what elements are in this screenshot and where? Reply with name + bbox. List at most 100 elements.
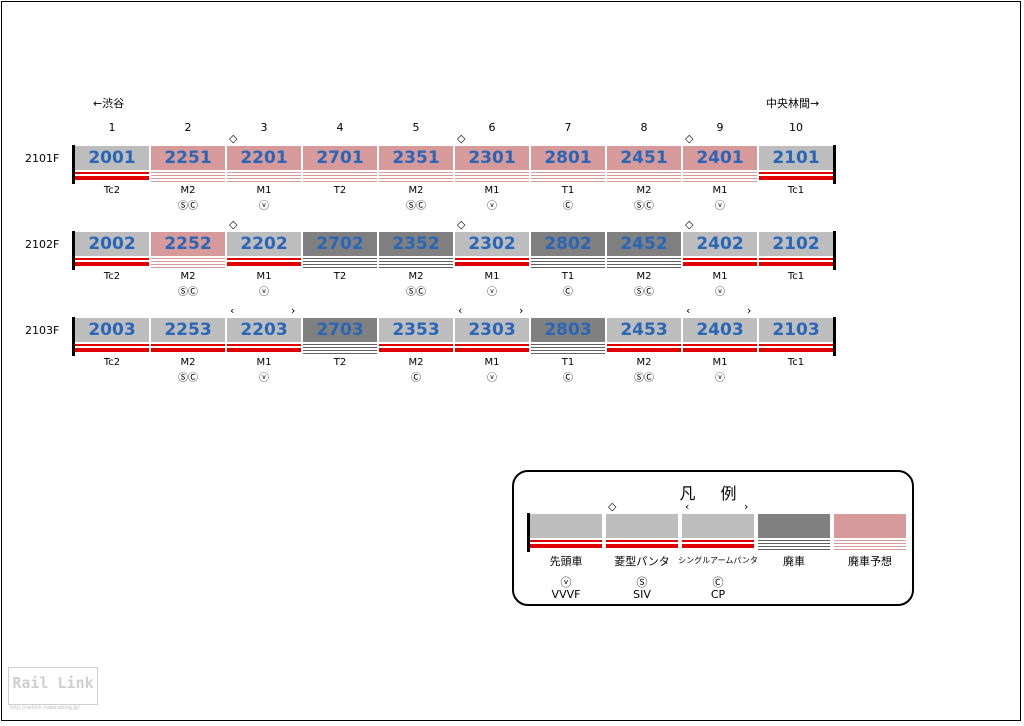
- car-stripe: [531, 170, 605, 183]
- car-block: 2401: [683, 146, 757, 183]
- car-type: M1: [484, 271, 500, 282]
- legend-swatch: [758, 514, 830, 551]
- car-stripe: [455, 256, 529, 269]
- legend-title: 凡 例: [679, 484, 747, 503]
- car-type: M1: [712, 185, 728, 196]
- car-position-number: 9: [716, 121, 724, 134]
- pantograph-single-arm-right-icon: ›: [291, 304, 296, 317]
- car-equipment: ⓥ: [259, 201, 269, 212]
- pantograph-single-arm-left-icon: ‹: [230, 304, 235, 317]
- legend-swatch-stripe: [530, 538, 602, 551]
- car-stripe: [303, 256, 377, 269]
- car-stripe: [759, 170, 833, 183]
- legend-swatch-stripe: [834, 538, 906, 551]
- car-block: 2201: [227, 146, 301, 183]
- car-block: 2451: [607, 146, 681, 183]
- legend-swatch-body: [758, 514, 830, 538]
- car-block: 2452: [607, 232, 681, 269]
- logo-url: http://raillink.hatenablog.jp/: [10, 705, 80, 711]
- car-type: M1: [712, 357, 728, 368]
- car-number: 2201: [227, 146, 301, 170]
- car-stripe: [227, 256, 301, 269]
- legend-symbol-label: CP: [710, 588, 726, 601]
- car-type: T2: [333, 271, 347, 282]
- car-stripe: [75, 170, 149, 183]
- car-stripe: [303, 170, 377, 183]
- car-number: 2353: [379, 318, 453, 342]
- car-block: 2303: [455, 318, 529, 355]
- car-block: 2351: [379, 146, 453, 183]
- car-block: 2251: [151, 146, 225, 183]
- legend-label: 廃車: [783, 555, 805, 568]
- car-position-number: 4: [336, 121, 344, 134]
- car-stripe: [455, 170, 529, 183]
- formation-end-bar: [833, 231, 836, 270]
- car-stripe: [75, 256, 149, 269]
- car-position-number: 1: [108, 121, 116, 134]
- car-type: T2: [333, 357, 347, 368]
- car-equipment: Ⓒ: [411, 373, 421, 384]
- car-type: M1: [484, 357, 500, 368]
- car-equipment: ⓈⒸ: [634, 373, 654, 384]
- car-stripe: [151, 170, 225, 183]
- car-block: 2301: [455, 146, 529, 183]
- car-stripe: [227, 170, 301, 183]
- car-equipment: ⓥ: [487, 201, 497, 212]
- car-number: 2251: [151, 146, 225, 170]
- car-block: 2101: [759, 146, 833, 183]
- formation-label: 2102F: [25, 238, 60, 251]
- car-number: 2703: [303, 318, 377, 342]
- car-number: 2401: [683, 146, 757, 170]
- rail-link-logo: Rail Link: [8, 667, 98, 705]
- pantograph-single-arm-right-icon: ›: [519, 304, 524, 317]
- car-number: 2103: [759, 318, 833, 342]
- car-equipment: ⓈⒸ: [634, 287, 654, 298]
- pantograph-diamond-icon: ◇: [457, 218, 466, 231]
- car-stripe: [455, 342, 529, 355]
- car-number: 2102: [759, 232, 833, 256]
- car-position-number: 7: [564, 121, 572, 134]
- car-stripe: [379, 170, 453, 183]
- car-number: 2001: [75, 146, 149, 170]
- car-equipment: ⓈⒸ: [406, 201, 426, 212]
- legend-label: シングルアームパンタ: [678, 556, 758, 565]
- car-number: 2801: [531, 146, 605, 170]
- car-block: 2103: [759, 318, 833, 355]
- car-stripe: [607, 256, 681, 269]
- legend-swatch-stripe: [682, 538, 754, 551]
- car-equipment: ⓈⒸ: [406, 287, 426, 298]
- car-number: 2802: [531, 232, 605, 256]
- car-number: 2803: [531, 318, 605, 342]
- car-block: 2302: [455, 232, 529, 269]
- car-type: M1: [712, 271, 728, 282]
- pantograph-diamond-icon: ◇: [229, 218, 238, 231]
- car-number: 2302: [455, 232, 529, 256]
- car-equipment: ⓥ: [715, 287, 725, 298]
- pantograph-diamond-icon: ◇: [685, 218, 694, 231]
- car-equipment: Ⓒ: [563, 201, 573, 212]
- car-number: 2403: [683, 318, 757, 342]
- car-stripe: [151, 256, 225, 269]
- car-block: 2002: [75, 232, 149, 269]
- legend-swatch-stripe: [758, 538, 830, 551]
- car-type: M2: [636, 185, 652, 196]
- car-position-number: 2: [184, 121, 192, 134]
- car-type: Tc1: [787, 185, 805, 196]
- car-equipment: ⓥ: [487, 287, 497, 298]
- car-equipment: ⓈⒸ: [178, 287, 198, 298]
- car-stripe: [75, 342, 149, 355]
- formation-end-bar: [833, 145, 836, 184]
- car-number: 2352: [379, 232, 453, 256]
- direction-shibuya: ←渋谷: [93, 97, 125, 110]
- car-type: Tc1: [787, 271, 805, 282]
- legend-end-bar: [527, 513, 530, 552]
- car-type: T1: [561, 271, 575, 282]
- legend-symbol: Ⓢ: [636, 576, 648, 589]
- car-stripe: [531, 256, 605, 269]
- car-number: 2203: [227, 318, 301, 342]
- car-type: M2: [180, 185, 196, 196]
- formation-label: 2101F: [25, 152, 60, 165]
- pantograph-diamond-icon: ◇: [229, 132, 238, 145]
- formation-end-bar: [72, 317, 75, 356]
